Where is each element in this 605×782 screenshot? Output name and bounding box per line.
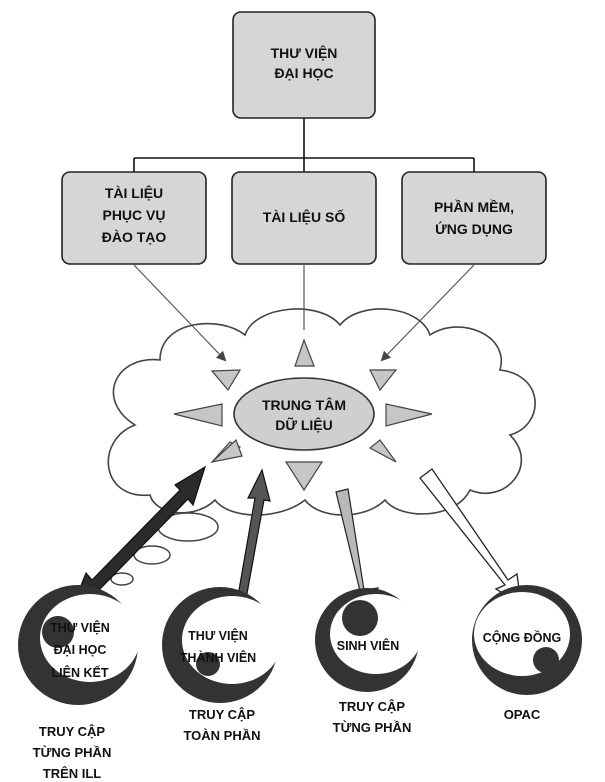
category-box-software-apps: PHẦN MỀM, ỨNG DỤNG xyxy=(401,171,547,265)
center-line-1: TRUNG TÂM xyxy=(262,396,346,413)
caption-3-line-2: TỪNG PHẦN xyxy=(333,720,412,735)
thought-bubbles xyxy=(110,512,219,586)
caption-partner: TRUY CẬP TỪNG PHẦN TRÊN ILL xyxy=(33,724,112,781)
top-box-line-1: THƯ VIỆN xyxy=(271,44,338,61)
top-box-university-library: THƯ VIỆN ĐẠI HỌC xyxy=(232,11,376,119)
user-1-line-3: LIÊN KẾT xyxy=(52,665,109,680)
caption-3-line-1: TRUY CẬP xyxy=(339,699,406,714)
caption-students: TRUY CẬP TỪNG PHẦN xyxy=(333,699,412,735)
user-1-line-2: ĐẠI HỌC xyxy=(54,643,107,657)
category-2-line-1: TÀI LIỆU SỐ xyxy=(263,208,346,225)
user-students: SINH VIÊN xyxy=(315,588,422,692)
category-1-line-1: TÀI LIỆU xyxy=(105,184,163,201)
user-4-line-1: CỘNG ĐỒNG xyxy=(483,630,561,645)
user-2-line-2: THÀNH VIÊN xyxy=(180,650,256,665)
caption-community: OPAC xyxy=(504,707,541,722)
category-1-line-3: ĐÀO TẠO xyxy=(102,229,167,245)
user-2-line-1: THƯ VIỆN xyxy=(188,628,248,643)
category-3-line-1: PHẦN MỀM, xyxy=(434,199,514,215)
sun-rays xyxy=(173,338,433,492)
caption-2-line-1: TRUY CẬP xyxy=(189,707,256,722)
tree-connectors xyxy=(133,118,475,172)
user-partner-libraries: THƯ VIỆN ĐẠI HỌC LIÊN KẾT xyxy=(18,585,140,705)
caption-1-line-2: TỪNG PHẦN xyxy=(33,745,112,760)
category-box-training-materials: TÀI LIỆU PHỤC VỤ ĐÀO TẠO xyxy=(61,171,207,265)
user-3-line-1: SINH VIÊN xyxy=(337,638,400,653)
caption-1-line-3: TRÊN ILL xyxy=(43,766,102,781)
user-1-line-1: THƯ VIỆN xyxy=(50,620,110,635)
category-box-digital-materials: TÀI LIỆU SỐ xyxy=(231,171,377,265)
category-arrows xyxy=(133,264,475,362)
category-3-line-2: ỨNG DỤNG xyxy=(435,220,513,237)
center-line-2: DỮ LIỆU xyxy=(275,416,333,433)
caption-2-line-2: TOÀN PHẦN xyxy=(183,728,260,743)
user-community: CỘNG ĐỒNG xyxy=(472,585,582,695)
user-member-libraries: THƯ VIỆN THÀNH VIÊN xyxy=(162,587,282,703)
category-1-line-2: PHỤC VỤ xyxy=(102,207,165,223)
caption-1-line-1: TRUY CẬP xyxy=(39,724,106,739)
data-center: TRUNG TÂM DỮ LIỆU xyxy=(233,377,375,451)
top-box-line-2: ĐẠI HỌC xyxy=(274,65,333,81)
caption-4-line-1: OPAC xyxy=(504,707,541,722)
caption-member: TRUY CẬP TOÀN PHẦN xyxy=(183,707,260,743)
